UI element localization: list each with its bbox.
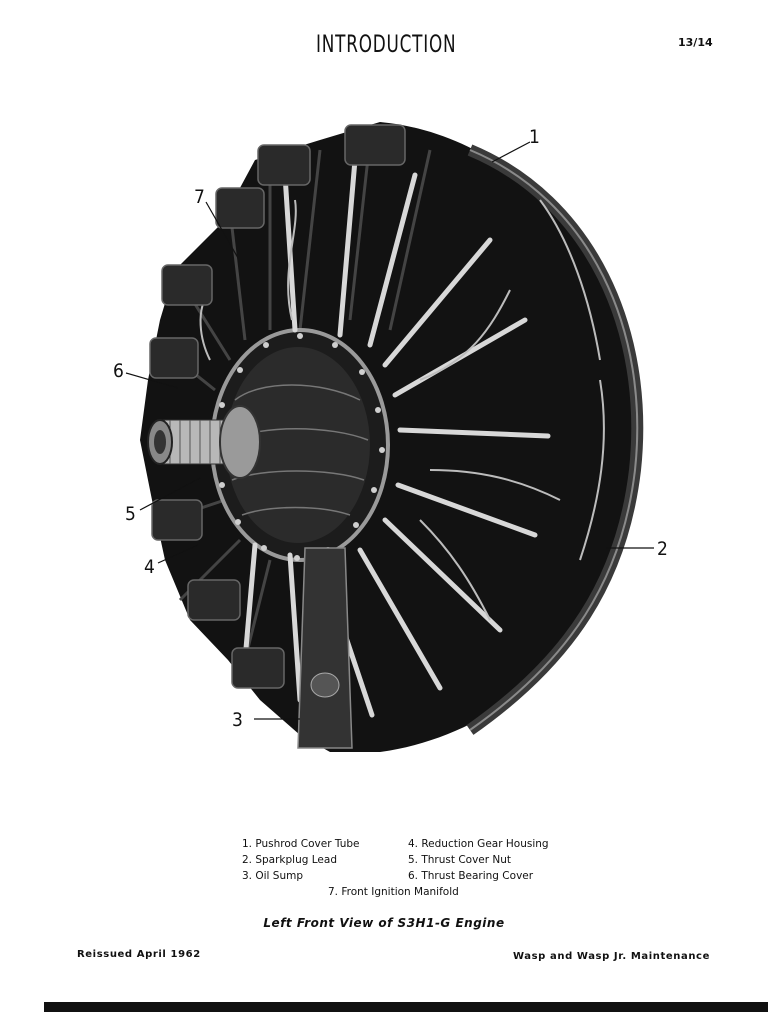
- legend-column-left: 1. Pushrod Cover Tube 2. Sparkplug Lead …: [242, 836, 359, 884]
- footer-date: Reissued April 1962: [77, 949, 201, 960]
- legend-item: 5. Thrust Cover Nut: [408, 854, 512, 866]
- legend-item: 6. Thrust Bearing Cover: [408, 870, 534, 882]
- legend-item: 1. Pushrod Cover Tube: [242, 838, 360, 850]
- page-number: 13/14: [678, 36, 713, 49]
- page-title: INTRODUCTION: [316, 30, 457, 58]
- legend-column-right: 4. Reduction Gear Housing 5. Thrust Cove…: [408, 836, 549, 884]
- legend-item: 3. Oil Sump: [242, 870, 304, 882]
- legend-item: 7. Front Ignition Manifold: [328, 886, 459, 898]
- callout-4: 4: [144, 556, 155, 578]
- callout-1: 1: [529, 126, 540, 148]
- callout-3: 3: [232, 709, 243, 731]
- footer-manual-title: Wasp and Wasp Jr. Maintenance: [513, 951, 710, 962]
- figure-caption: Left Front View of S3H1-G Engine: [263, 916, 505, 930]
- engine-illustration: [140, 122, 644, 752]
- footer-rule: [44, 1002, 768, 1012]
- callout-7: 7: [194, 186, 205, 208]
- callout-5: 5: [125, 503, 136, 525]
- legend-item: 2. Sparkplug Lead: [242, 854, 337, 866]
- legend-item: 4. Reduction Gear Housing: [408, 838, 549, 850]
- callout-6: 6: [113, 360, 124, 382]
- callout-2: 2: [657, 538, 668, 560]
